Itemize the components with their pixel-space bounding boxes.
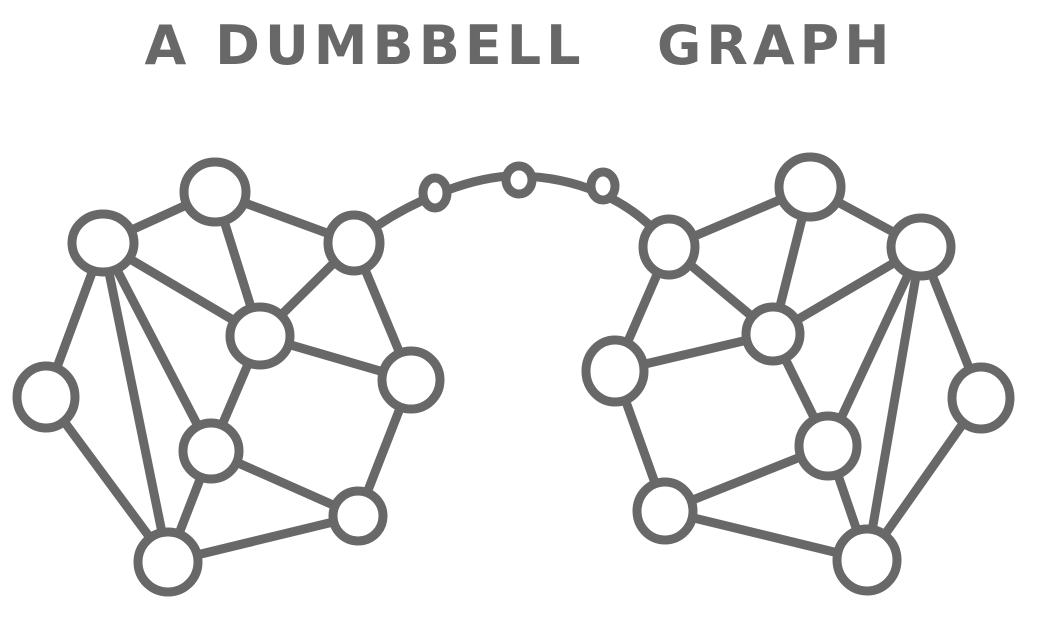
edge-L1-L6 <box>98 238 216 456</box>
node-r8 <box>632 477 698 545</box>
node-l1 <box>67 209 139 277</box>
node-l2 <box>179 157 251 227</box>
node-l7 <box>377 346 445 414</box>
node-r9 <box>832 524 902 596</box>
edge-R8-R9 <box>660 506 872 565</box>
node-r6 <box>794 411 862 481</box>
node-l4 <box>225 302 295 370</box>
node-r2 <box>774 152 846 222</box>
edge-L1-L8 <box>98 238 173 567</box>
node-b1 <box>418 173 452 213</box>
node-b3 <box>586 167 620 205</box>
edge-R3-R9 <box>862 242 926 565</box>
node-r5 <box>581 335 649 407</box>
node-r7 <box>947 362 1015 434</box>
diagram-title: A DUMBBELL GRAPH <box>144 14 895 77</box>
node-r3 <box>886 213 956 281</box>
node-b2 <box>501 161 537 199</box>
node-l9 <box>328 486 388 546</box>
node-l5 <box>12 361 80 433</box>
node-l8 <box>133 527 203 597</box>
node-r4 <box>741 302 805 366</box>
edges <box>41 171 986 567</box>
nodes <box>12 152 1015 597</box>
node-r1 <box>638 214 700 280</box>
node-l3 <box>323 210 385 276</box>
edge-R3-R6 <box>823 242 926 451</box>
node-l6 <box>178 418 244 484</box>
